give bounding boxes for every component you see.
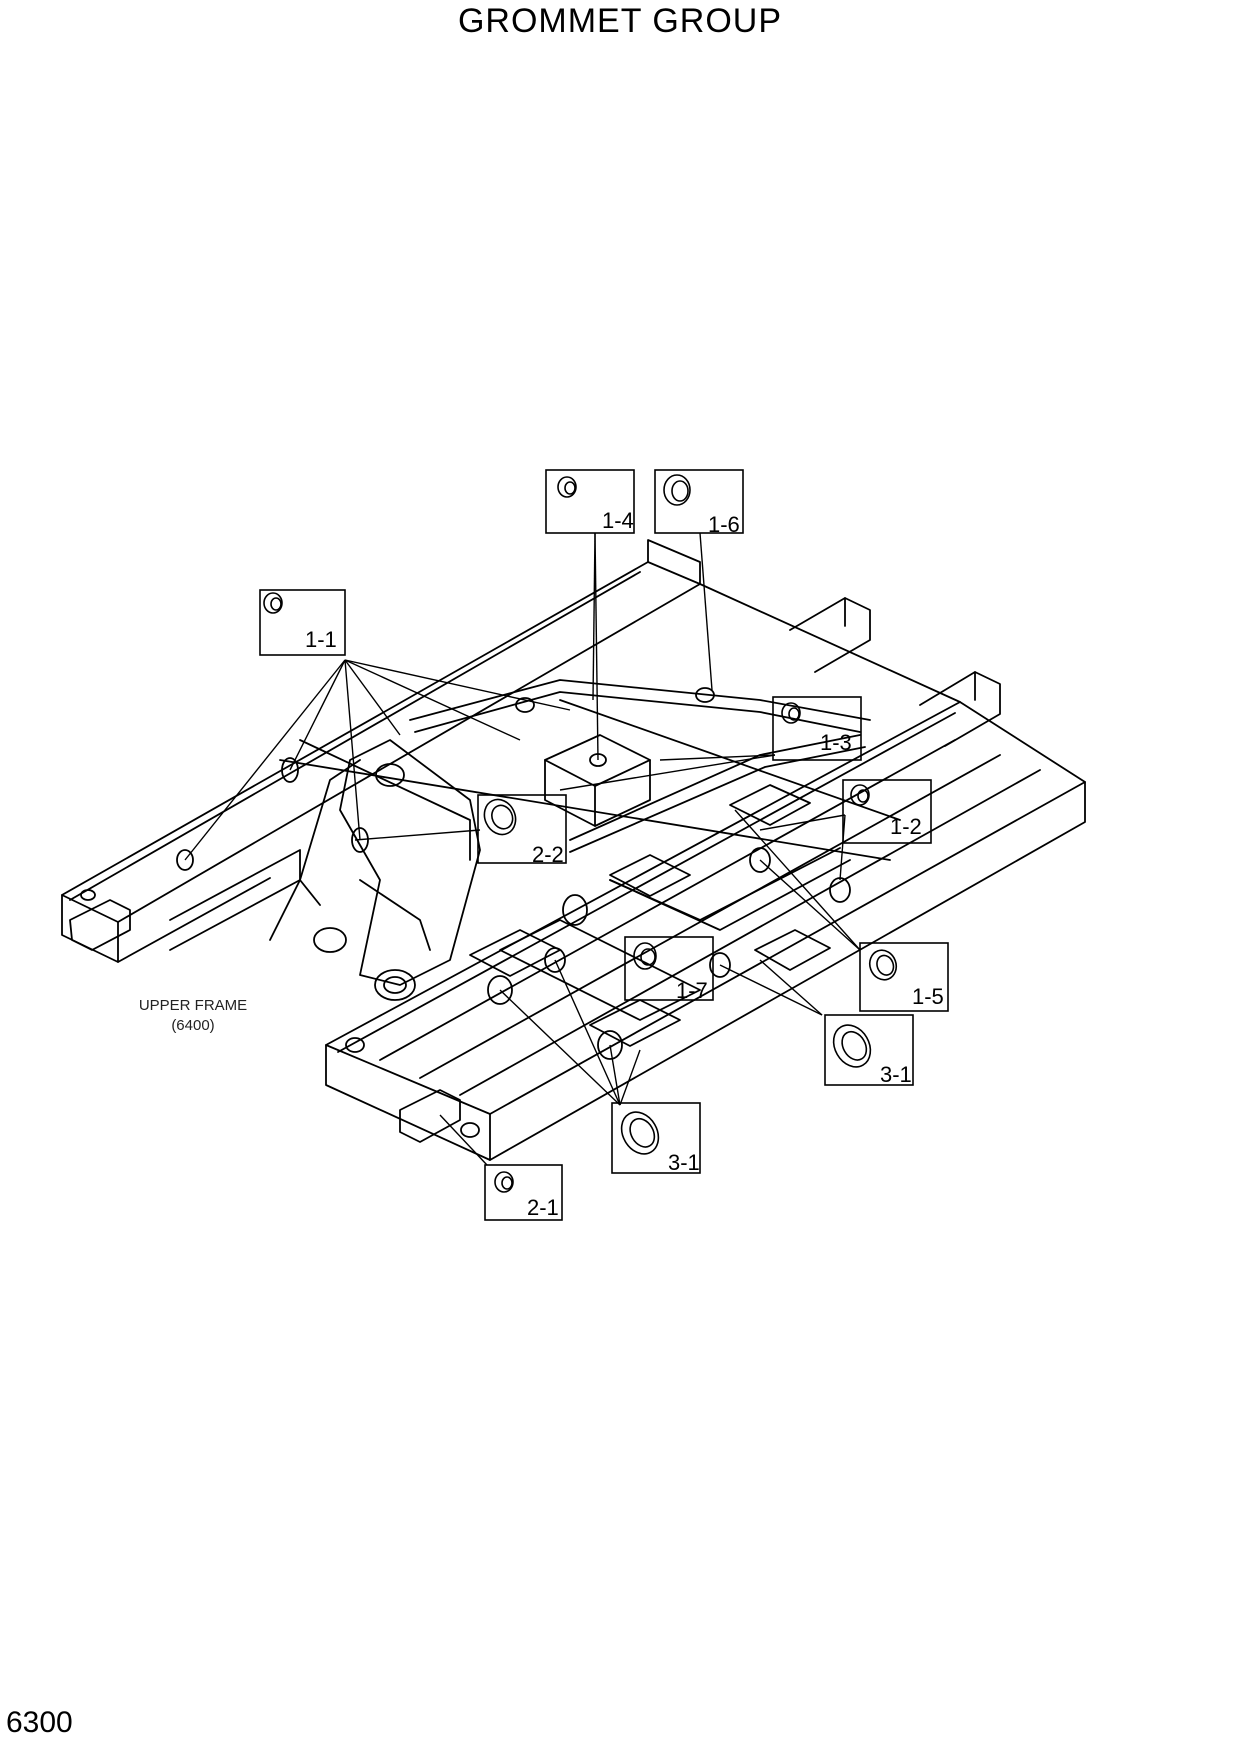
grommet-icon	[263, 592, 283, 614]
callout-box-1-7	[624, 936, 714, 1001]
page-title: GROMMET GROUP	[457, 2, 783, 40]
upper-frame-ref: (6400)	[171, 1017, 214, 1034]
grommet-icon	[868, 949, 898, 981]
grommet-icon	[557, 476, 577, 498]
callout-box-1-3	[772, 696, 862, 761]
frame-holes	[80, 687, 851, 1138]
center-box	[544, 734, 651, 827]
callout-label: 1-6	[708, 512, 740, 537]
callout-box-1-2	[842, 779, 932, 844]
boom-foot-bracket	[269, 739, 481, 1001]
callout-boxes	[259, 469, 949, 1221]
callout-label: 1-1	[305, 627, 337, 652]
callout-box-1-5	[859, 942, 949, 1012]
grommet-icon	[781, 702, 801, 724]
callout-box-1-1	[259, 589, 346, 656]
callout-box-2-1	[484, 1164, 563, 1221]
upper-frame-label: UPPER FRAME	[139, 997, 247, 1014]
callout-box-1-4	[545, 469, 635, 534]
callout-label: 1-7	[676, 978, 708, 1003]
callout-label: 1-2	[890, 814, 922, 839]
callout-label: 1-5	[912, 984, 944, 1009]
callout-label: 1-4	[602, 508, 634, 533]
grommet-icon	[483, 798, 517, 836]
callout-label: 2-2	[532, 842, 564, 867]
leader-lines	[184, 532, 861, 1166]
frame-handles	[69, 899, 461, 1143]
page-number: 6300	[6, 1706, 73, 1739]
callout-box-2-2	[477, 794, 567, 864]
callout-label: 1-3	[820, 730, 852, 755]
grommet-icon	[494, 1171, 514, 1193]
grommet-icon	[633, 942, 657, 970]
grommet-icon	[663, 474, 691, 506]
grommet-icon	[620, 1111, 660, 1155]
callout-box-3-1-right	[824, 1014, 914, 1086]
mount-plates	[469, 784, 831, 1047]
callout-label: 2-1	[527, 1195, 559, 1220]
callout-label: 3-1	[880, 1062, 912, 1087]
rear-beams	[789, 597, 1001, 747]
grommet-icon	[850, 784, 870, 806]
grommet-icon	[832, 1024, 872, 1068]
callout-box-3-1-lower	[611, 1102, 701, 1174]
callout-label: 3-1	[668, 1150, 700, 1175]
callout-box-1-6	[654, 469, 744, 534]
